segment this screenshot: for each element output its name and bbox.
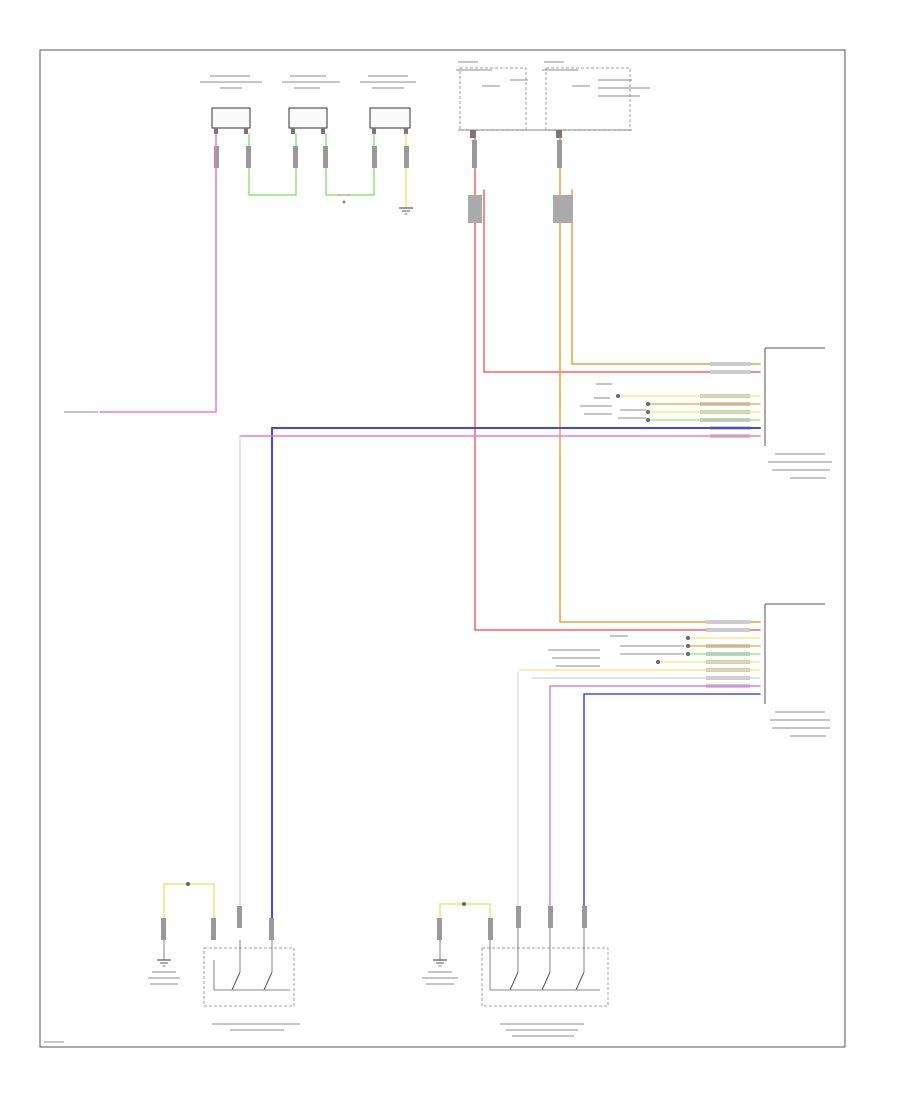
fuse-block bbox=[456, 61, 650, 138]
upper-signal-stubs bbox=[616, 394, 761, 422]
wire-pink-lower-switch bbox=[549, 685, 761, 921]
splice-point bbox=[342, 200, 346, 204]
wire-blue-switch-link bbox=[271, 427, 761, 921]
wire-green-sensor-loop bbox=[248, 133, 375, 196]
fuse-label-marks bbox=[456, 61, 650, 97]
sensor-module-middle bbox=[288, 107, 328, 129]
connector-icon bbox=[161, 906, 274, 940]
ground-icon bbox=[157, 959, 171, 967]
sensor-module-left bbox=[211, 107, 251, 129]
switch-icon bbox=[489, 928, 600, 991]
control-unit-upper bbox=[700, 347, 832, 479]
control-unit-upper-label-marks bbox=[768, 453, 832, 479]
wire-pink-sensor-feed bbox=[99, 133, 217, 413]
switch-right-label-marks bbox=[500, 1023, 584, 1037]
switch-housing-right bbox=[481, 947, 609, 1007]
sensor-label-marks bbox=[200, 75, 416, 89]
ground-icon bbox=[399, 207, 413, 215]
diagram-border bbox=[39, 49, 846, 1048]
upper-pin-rows bbox=[700, 362, 750, 438]
switch-housing-left bbox=[203, 947, 295, 1007]
sensor-module-right bbox=[369, 107, 411, 129]
connector-icon bbox=[214, 146, 409, 168]
switch-left-label-marks bbox=[212, 1023, 300, 1031]
wire-red-fuse-feed bbox=[474, 137, 761, 631]
switch-icon bbox=[213, 940, 290, 991]
sensor-module-group bbox=[200, 75, 416, 134]
switch-assembly-right bbox=[422, 902, 609, 1037]
lower-stub-label-marks bbox=[548, 635, 684, 667]
wire-blue-lower-switch bbox=[583, 693, 761, 921]
wire-orange-fuse-feed bbox=[559, 137, 761, 623]
control-unit-lower-label-marks bbox=[770, 711, 830, 737]
wire-yellow-left-switch-ground bbox=[163, 883, 215, 941]
wire-yellow-right-switch-ground bbox=[439, 903, 491, 941]
sensor-pins bbox=[214, 128, 408, 134]
switch-assembly-left bbox=[148, 882, 300, 1031]
right-ground-label-marks bbox=[422, 971, 458, 985]
upper-stub-label-marks bbox=[580, 383, 646, 419]
connector-icon bbox=[468, 140, 573, 223]
fuse-box-right bbox=[545, 67, 631, 131]
connector-icon bbox=[437, 906, 587, 940]
lower-signal-stubs bbox=[656, 636, 761, 664]
ground-icon bbox=[433, 959, 447, 967]
left-ground-label-marks bbox=[148, 971, 180, 985]
fuse-box-left bbox=[459, 67, 527, 131]
